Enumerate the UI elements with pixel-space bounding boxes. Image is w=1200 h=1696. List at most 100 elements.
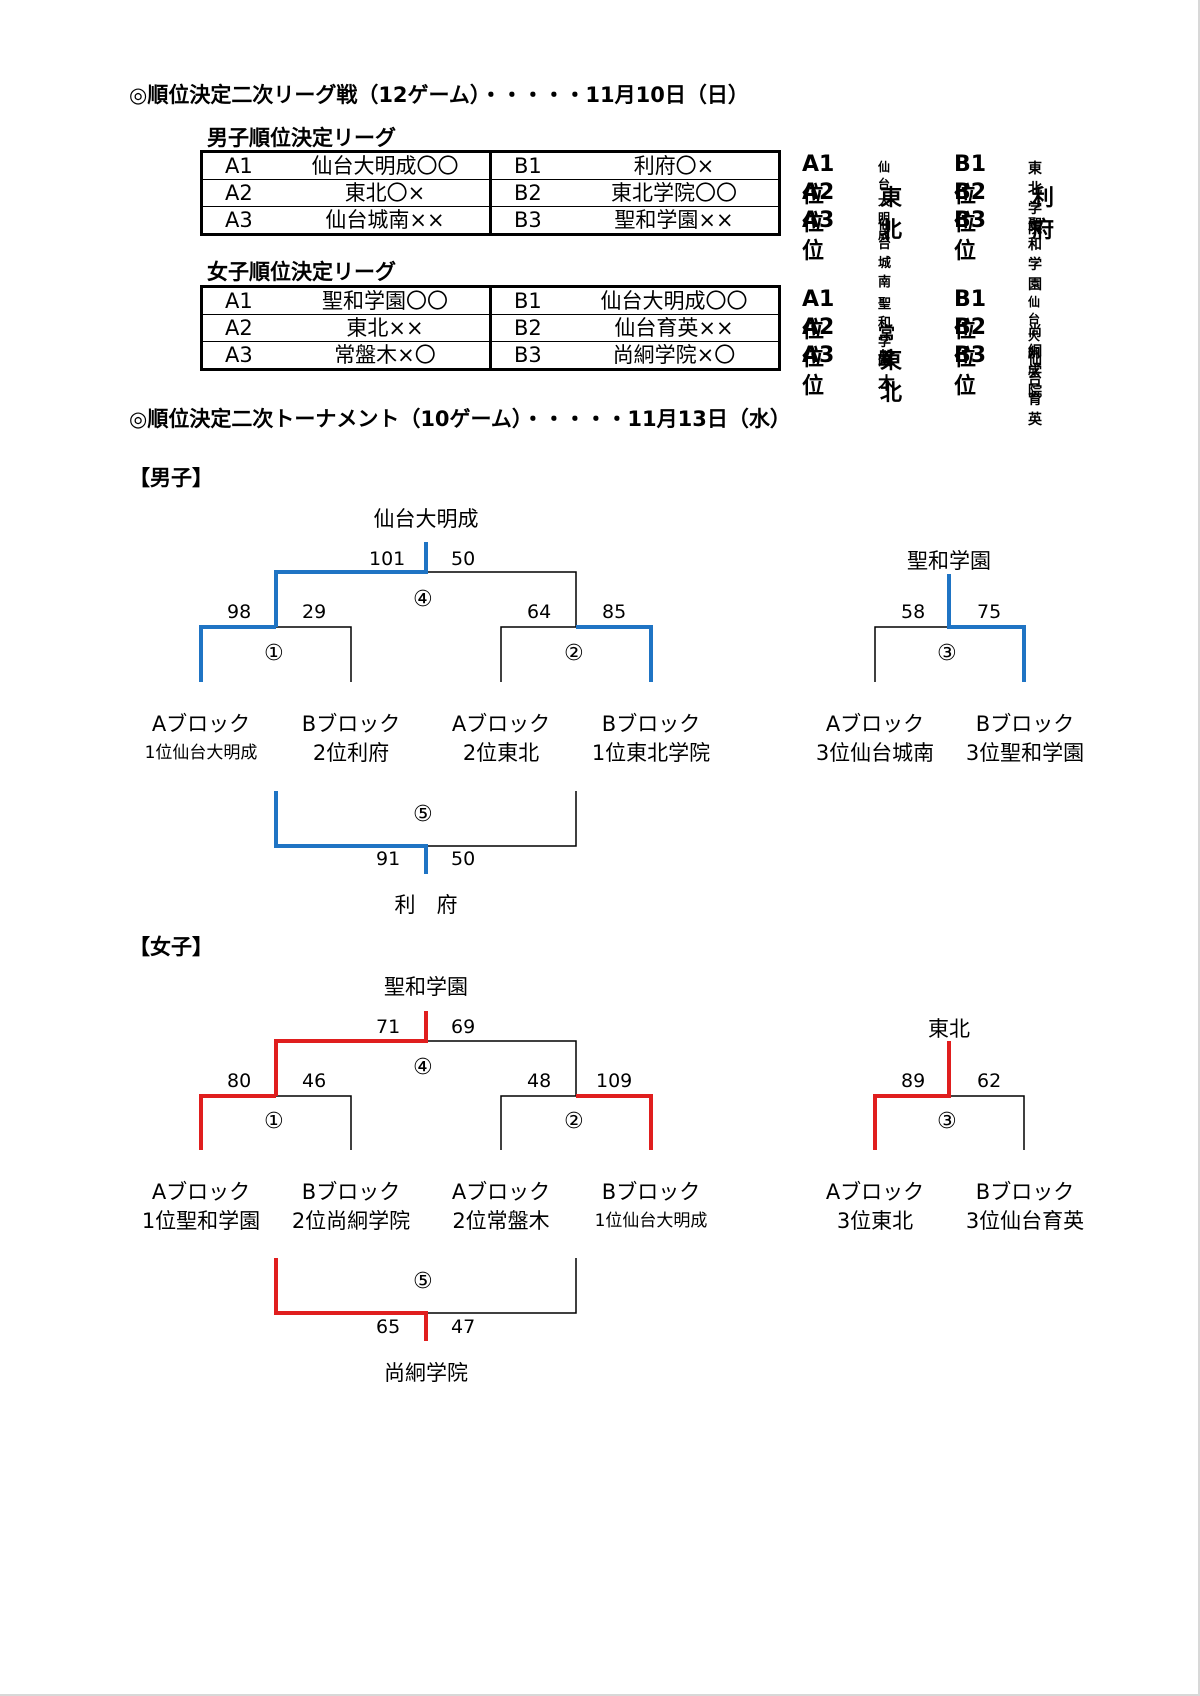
boys-slot-3-block: Aブロック	[451, 712, 551, 736]
girls-game2-win-line	[576, 1094, 653, 1150]
girls-slot-5-block: Aブロック	[825, 1180, 925, 1204]
girls-game2-left-line	[500, 1095, 576, 1150]
boys-game2-left-line	[500, 626, 576, 682]
girls-game3-right-score: 62	[977, 1070, 1002, 1092]
girls-bracket-label: 【女子】	[129, 935, 213, 959]
boys-game1-mark: ①	[264, 641, 284, 666]
boys-game4-left-score: 101	[369, 548, 406, 570]
girls-bracket-lines-black	[276, 1040, 1025, 1314]
boys-game1-right-line	[276, 626, 352, 682]
boys-bracket-lines-black	[276, 571, 949, 847]
b-code: B3	[514, 343, 542, 367]
boys-game2-left-score: 64	[527, 601, 552, 623]
a-team: 東北〇×	[281, 179, 492, 207]
result-team: 仙台大明成	[1028, 295, 1041, 377]
boys-slot-5-team: 3位仙台城南	[815, 741, 935, 765]
a-code: A1	[201, 151, 281, 180]
a-code: A3	[225, 343, 253, 367]
girls-slot-3-block: Aブロック	[451, 1180, 551, 1204]
boys-game5-right-line	[426, 791, 577, 847]
girls-slot-6-team: 3位仙台育英	[965, 1209, 1085, 1233]
girls-game2-left-score: 48	[527, 1070, 552, 1092]
a-code: A3	[225, 208, 253, 232]
result-label: A3位	[802, 343, 835, 399]
result-label: B2位	[954, 180, 987, 236]
a-code: A1	[201, 286, 281, 315]
a-code: A2	[201, 179, 281, 207]
b-team: 利府〇×	[570, 151, 780, 180]
girls-game4-mark: ④	[413, 1055, 433, 1080]
boys-game3-mark: ③	[937, 641, 957, 666]
boys-game5-right-score: 50	[451, 848, 476, 870]
boys-slot-6-block: Bブロック	[975, 712, 1075, 736]
boys-game4-win-line	[274, 542, 428, 627]
result-team: 東北	[880, 186, 903, 243]
boys-league-title: 男子順位決定リーグ	[207, 126, 396, 150]
girls-champion: 聖和学園	[384, 975, 468, 999]
b-code: B1	[490, 151, 570, 180]
table-row: A3 常盤木×〇 B3 尚絅学院×〇	[202, 341, 780, 370]
b-code: B2	[490, 179, 570, 207]
girls-game1-right-line	[276, 1095, 352, 1150]
boys-game3-right-score: 75	[977, 601, 1002, 623]
result-team: 聖和学園	[1028, 217, 1042, 293]
result-label: B3位	[954, 208, 987, 264]
result-team: 仙台大明成	[878, 160, 891, 242]
boys-slot-5-block: Aブロック	[825, 712, 925, 736]
result-team: 聖和学園	[878, 297, 892, 369]
result-team: 尚絅学院	[1028, 324, 1042, 400]
boys-game4-mark: ④	[413, 587, 433, 612]
girls-game4-right-line	[426, 1040, 577, 1096]
girls-slot-2-team: 2位尚絅学院	[291, 1209, 411, 1233]
result-label: A1位	[802, 287, 835, 343]
table-row: A2 東北×× B2 仙台育英××	[201, 314, 780, 342]
boys-game2-win-line	[576, 625, 653, 682]
boys-bracket-label: 【男子】	[129, 466, 213, 490]
girls-game1-right-score: 46	[302, 1070, 327, 1092]
boys-game5-mark: ⑤	[413, 802, 433, 827]
b-team: 仙台育英××	[570, 314, 780, 342]
result-team: 仙台育英	[1028, 352, 1042, 428]
boys-game2-mark: ②	[564, 641, 584, 666]
result-label: A2位	[802, 315, 835, 371]
b-code: B3	[514, 208, 542, 232]
boys-bracket-lines-win	[199, 542, 1026, 874]
result-team: 利府	[1032, 186, 1055, 243]
boys-slot-2-block: Bブロック	[301, 712, 401, 736]
girls-game5-mark: ⑤	[413, 1269, 433, 1294]
table-row: A3 仙台城南×× B3 聖和学園××	[202, 206, 780, 235]
boys-slot-4-block: Bブロック	[601, 712, 701, 736]
result-label: B1位	[954, 152, 987, 208]
boys-game3-left-line	[874, 626, 949, 682]
table-row: A1 仙台大明成〇〇 B1 利府〇×	[201, 151, 780, 180]
table-row: A1 聖和学園〇〇 B1 仙台大明成〇〇	[201, 286, 780, 315]
boys-slot-1-team: 1位仙台大明成	[144, 743, 258, 763]
girls-slot-1-team: 1位聖和学園	[141, 1209, 261, 1233]
boys-champion: 仙台大明成	[373, 507, 479, 531]
girls-game1-win-line	[199, 1094, 276, 1150]
a-team: 仙台大明成〇〇	[281, 151, 492, 180]
girls-game2-mark: ②	[564, 1109, 584, 1134]
page-edge-bottom	[0, 1694, 1200, 1696]
boys-slot-1-block: Aブロック	[151, 712, 251, 736]
result-label: B1位	[954, 287, 987, 343]
b-team: 仙台大明成〇〇	[570, 286, 780, 315]
boys-slot-2-team: 2位利府	[312, 741, 390, 765]
girls-league-table: A1 聖和学園〇〇 B1 仙台大明成〇〇 A2 東北×× B2 仙台育英×× A…	[200, 285, 781, 371]
girls-game5-left-score: 65	[376, 1316, 401, 1338]
girls-game4-left-score: 71	[376, 1016, 401, 1038]
b-team: 尚絅学院×〇	[612, 343, 736, 367]
boys-game1-left-score: 98	[227, 601, 252, 623]
boys-game4-right-line	[426, 571, 577, 627]
girls-game3-mark: ③	[937, 1109, 957, 1134]
result-label: A3位	[802, 208, 835, 264]
result-label: A1位	[802, 152, 835, 208]
girls-slot-6-block: Bブロック	[975, 1180, 1075, 1204]
girls-league-title: 女子順位決定リーグ	[207, 260, 396, 284]
page-edge-right	[1198, 0, 1200, 1696]
girls-game5-right-score: 47	[451, 1316, 476, 1338]
girls-game1-left-score: 80	[227, 1070, 252, 1092]
boys-game3-winner: 聖和学園	[907, 549, 991, 573]
girls-slot-4-team: 1位仙台大明成	[594, 1211, 708, 1231]
